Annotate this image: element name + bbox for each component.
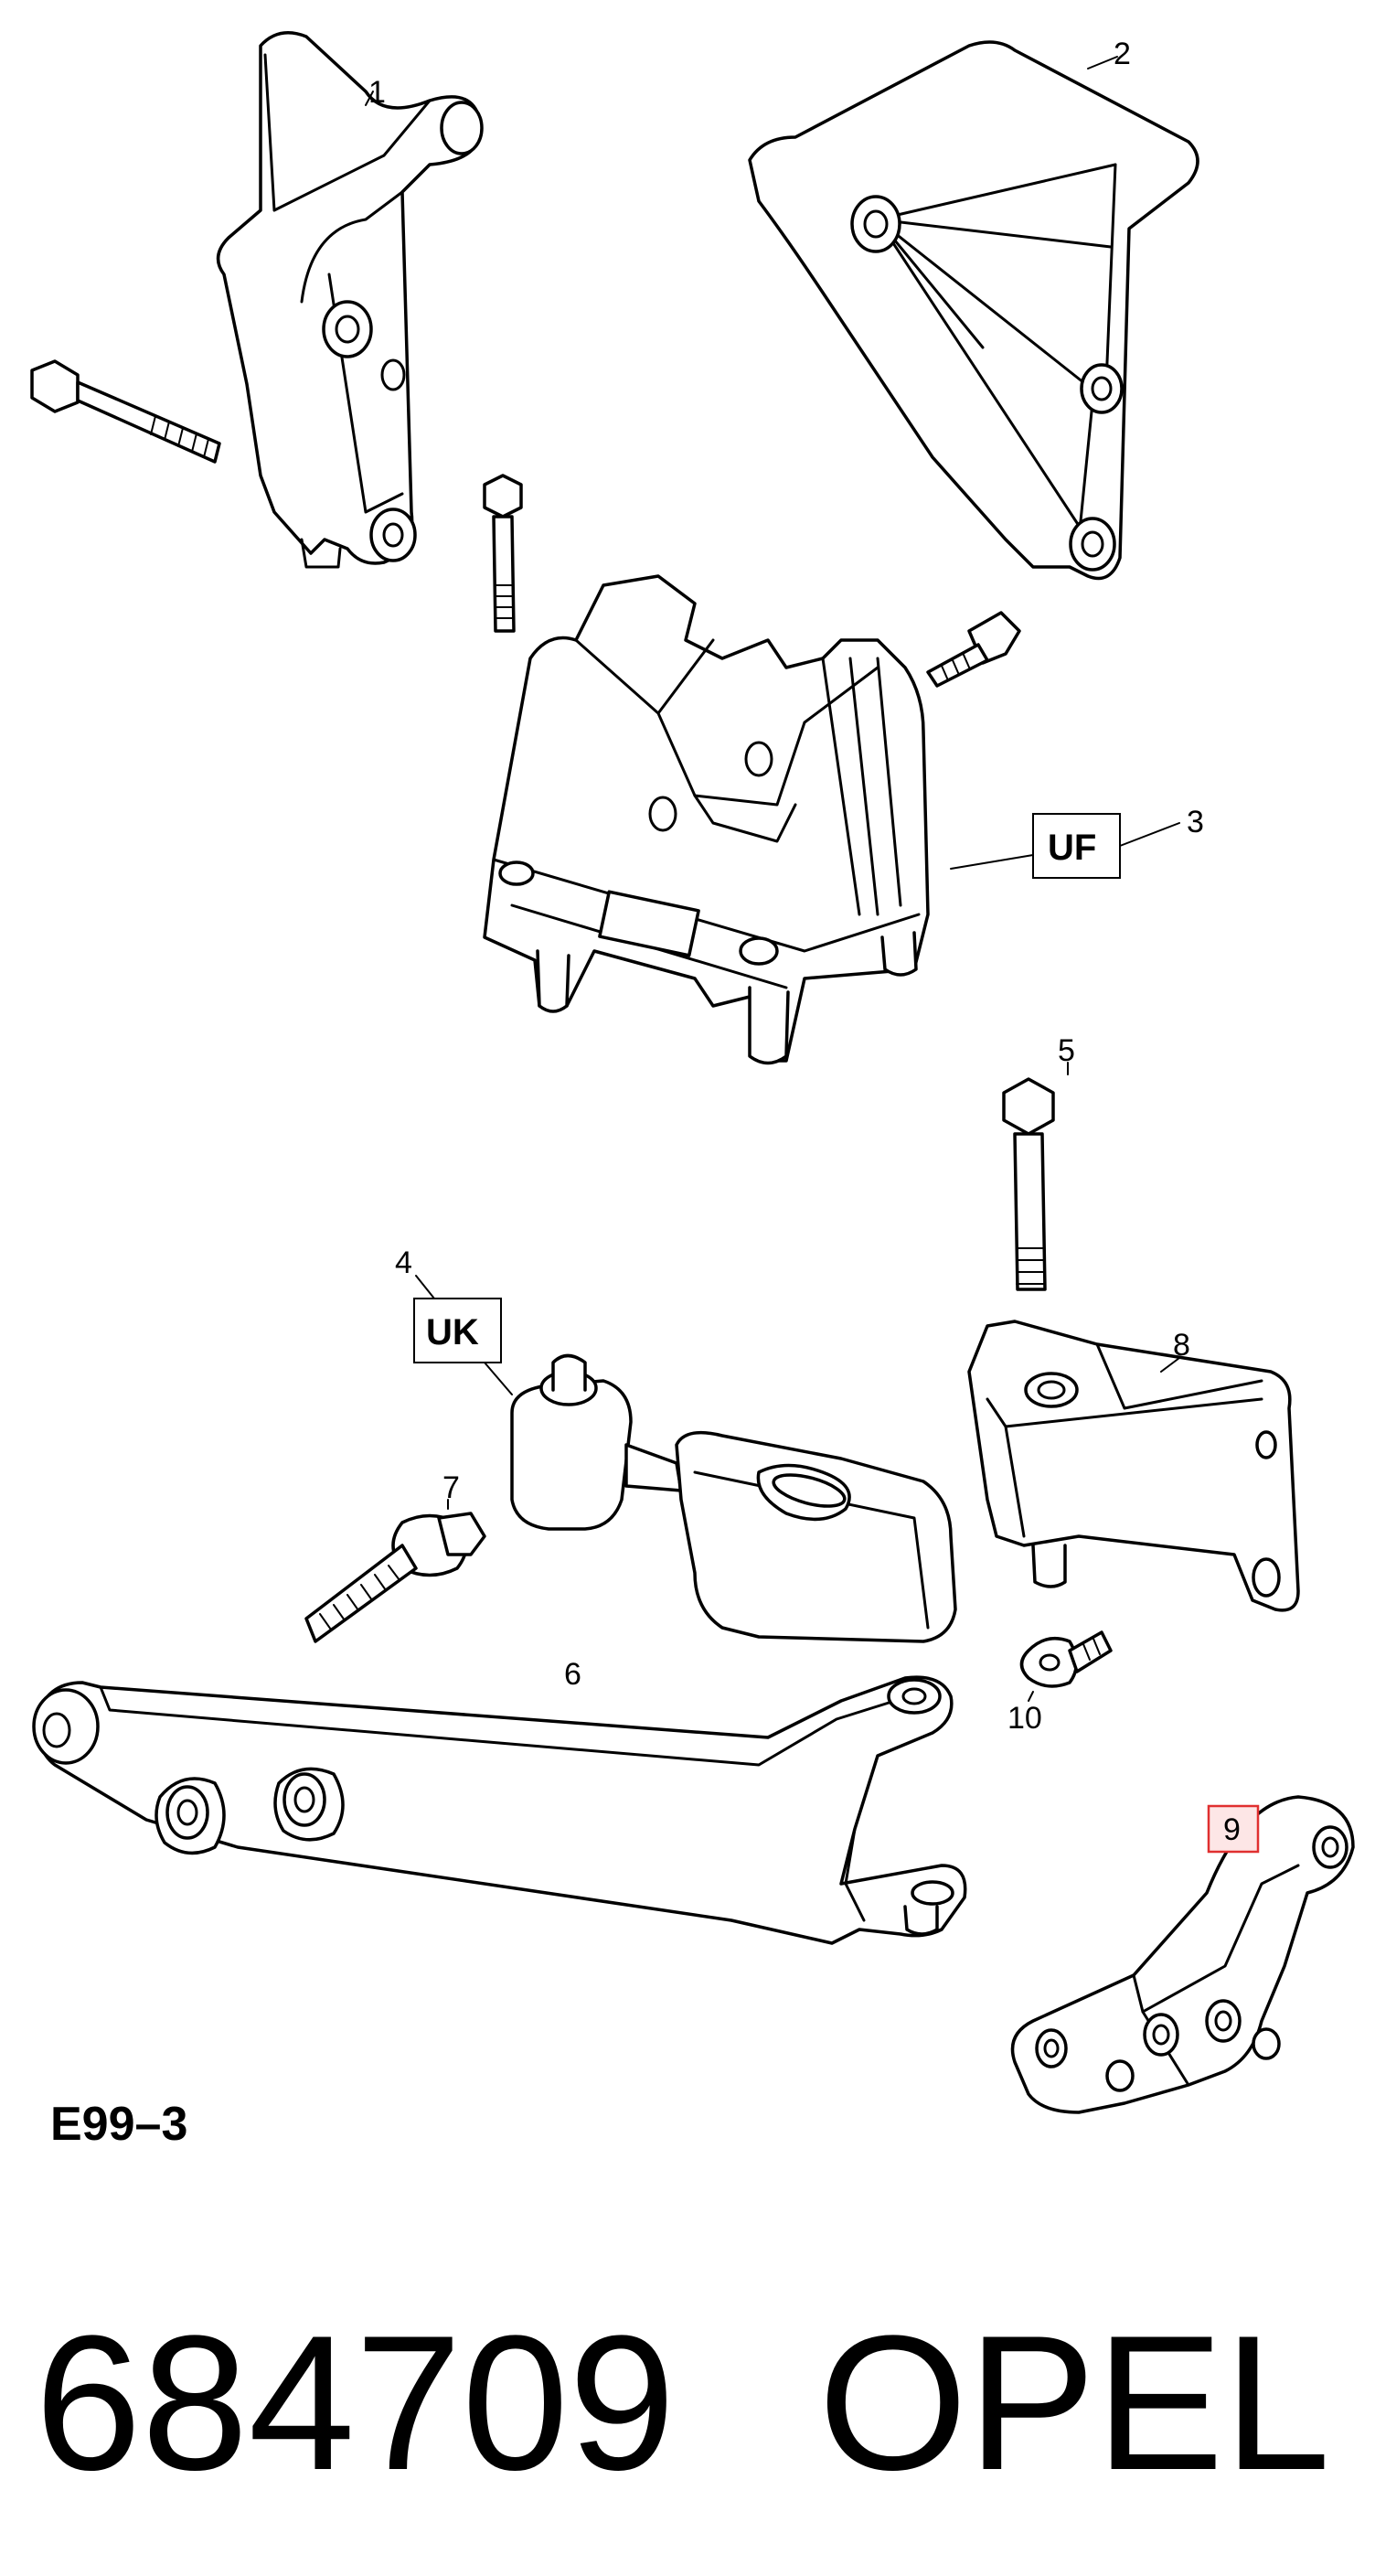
part-2-bracket bbox=[748, 40, 1199, 581]
bolt-5 bbox=[1002, 1077, 1055, 1291]
callout-numbers: 1 2 3 4 5 6 7 8 10 bbox=[368, 37, 1204, 1736]
label-uf-text: UF bbox=[1048, 828, 1096, 868]
bolt-long-left bbox=[30, 359, 221, 464]
bolt-7 bbox=[304, 1512, 486, 1643]
callout-2: 2 bbox=[1114, 37, 1131, 71]
callout-9-box bbox=[1207, 1804, 1260, 1854]
callout-9: 9 bbox=[1223, 1812, 1241, 1847]
part-number: 684709 bbox=[35, 2295, 676, 2510]
callout-1: 1 bbox=[368, 75, 386, 110]
callout-9-highlight: 9 bbox=[1207, 1804, 1260, 1854]
leader-lines bbox=[365, 56, 1180, 1702]
bolt-10 bbox=[1019, 1630, 1113, 1688]
label-uk: UK bbox=[413, 1298, 502, 1363]
part-9-bracket bbox=[1010, 1795, 1355, 2114]
callout-5: 5 bbox=[1058, 1033, 1075, 1068]
part-1-bracket bbox=[216, 31, 484, 569]
callout-10: 10 bbox=[1007, 1701, 1042, 1736]
bolt-small-right bbox=[926, 611, 1021, 688]
callout-6: 6 bbox=[564, 1657, 581, 1692]
callout-7: 7 bbox=[442, 1470, 460, 1505]
part-8-bracket bbox=[967, 1320, 1300, 1612]
figure-code: E99–3 bbox=[50, 2098, 187, 2151]
part-6-crossmember bbox=[32, 1675, 967, 1945]
callout-4: 4 bbox=[395, 1245, 412, 1280]
label-uf: UF bbox=[1032, 813, 1121, 879]
part-4-torque-rod bbox=[510, 1353, 957, 1643]
part-3-mount bbox=[483, 574, 930, 1065]
bolt-vertical-top bbox=[483, 474, 523, 633]
callout-3: 3 bbox=[1187, 805, 1204, 839]
brand-name: OPEL bbox=[818, 2295, 1330, 2510]
label-uk-text: UK bbox=[426, 1312, 479, 1352]
callout-8: 8 bbox=[1173, 1328, 1190, 1363]
